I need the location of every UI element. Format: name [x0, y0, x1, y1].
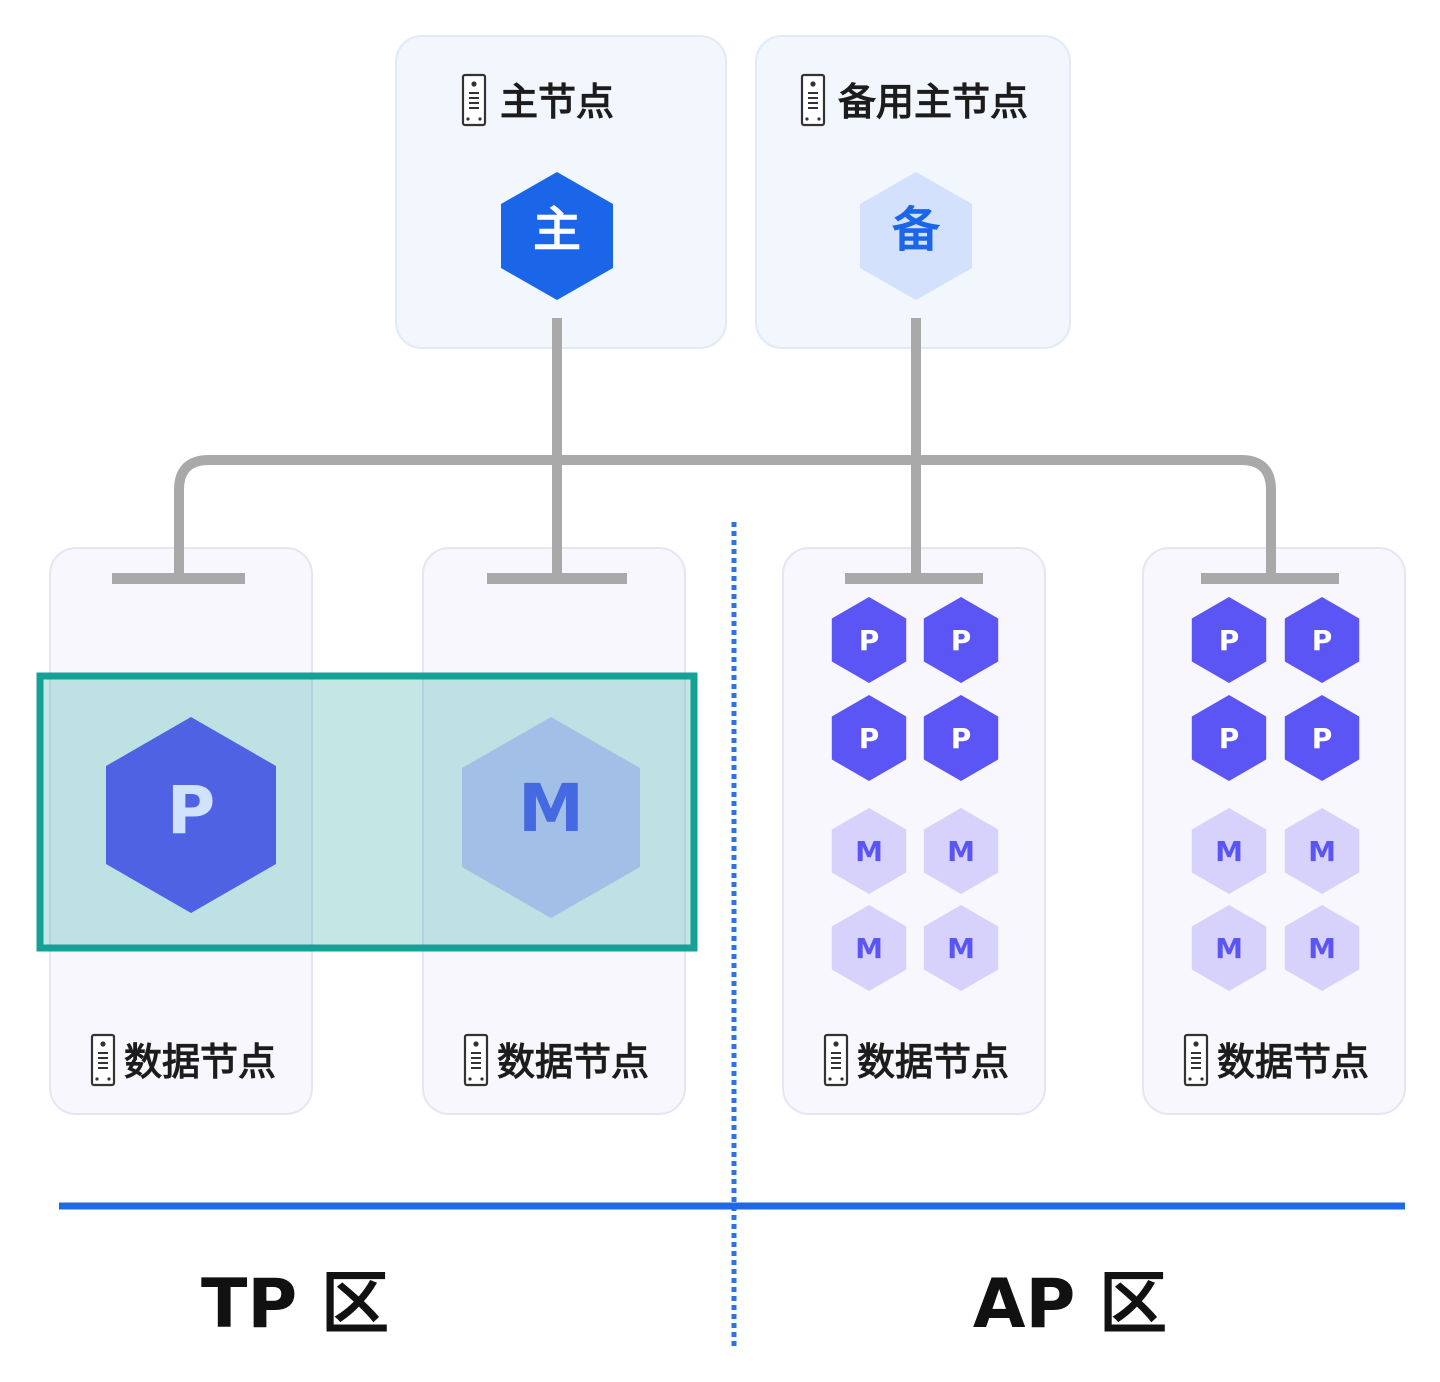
tp-shard-highlight: P M — [36, 672, 698, 952]
mirror-shard-label: M — [1308, 932, 1336, 965]
primary-shard-label: P — [1312, 624, 1333, 657]
tp-highlight-border — [36, 672, 698, 952]
mirror-shard-label: M — [1215, 835, 1243, 868]
ap-zone-label: AP 区 — [973, 1265, 1167, 1344]
node-connector-bar — [112, 573, 245, 584]
primary-shard-label: P — [1312, 722, 1333, 755]
server-icon — [800, 73, 826, 127]
standby-hexagon-label: 备 — [892, 202, 941, 258]
mirror-shard-label: M — [1215, 932, 1243, 965]
server-icon — [1183, 1033, 1209, 1087]
primary-shard-hexagon — [1284, 597, 1360, 683]
standby-master-node-box: 备用主节点 备 — [755, 35, 1071, 349]
node-connector-bar — [1201, 573, 1339, 584]
mirror-shard-label: M — [947, 932, 975, 965]
data-node-label: 数据节点 — [497, 1040, 649, 1084]
primary-shard-label: P — [167, 772, 215, 849]
connector-network — [174, 318, 1276, 578]
tp-zone-label: TP 区 — [201, 1265, 389, 1344]
primary-shard-label: P — [951, 722, 972, 755]
data-node-label: 数据节点 — [857, 1040, 1009, 1084]
primary-shard-hexagon — [106, 717, 276, 913]
primary-shard-label: P — [859, 722, 880, 755]
mirror-shard-hexagon — [462, 717, 640, 918]
mirror-shard-hexagon — [1284, 905, 1360, 991]
primary-shard-hexagon — [831, 597, 907, 683]
master-hexagon — [501, 172, 613, 300]
mirror-shard-label: M — [947, 835, 975, 868]
mirror-shard-label: M — [855, 835, 883, 868]
mirror-shard-label: M — [1308, 835, 1336, 868]
server-icon — [90, 1033, 116, 1087]
data-node-box-3: P P P P M M M M 数据节点 — [782, 547, 1046, 1115]
mirror-shard-hexagon — [831, 905, 907, 991]
node-connector-bar — [487, 573, 627, 584]
primary-shard-label: P — [859, 624, 880, 657]
primary-shard-label: P — [951, 624, 972, 657]
mirror-shard-hexagon — [923, 905, 999, 991]
master-node-box: 主节点 主 — [395, 35, 727, 349]
primary-shard-hexagon — [923, 695, 999, 781]
server-icon — [463, 1033, 489, 1087]
primary-shard-label: P — [1219, 624, 1240, 657]
primary-shard-hexagon — [1191, 597, 1267, 683]
mirror-shard-hexagon — [1191, 905, 1267, 991]
primary-shard-label: P — [1219, 722, 1240, 755]
master-node-title: 主节点 — [500, 80, 614, 124]
data-node-label: 数据节点 — [1217, 1040, 1369, 1084]
server-icon — [823, 1033, 849, 1087]
data-node-box-4: P P P P M M M M 数据节点 — [1142, 547, 1406, 1115]
standby-node-title: 备用主节点 — [838, 80, 1028, 124]
mirror-shard-hexagon — [831, 808, 907, 894]
primary-shard-hexagon — [1191, 695, 1267, 781]
standby-hexagon — [860, 172, 972, 300]
mirror-shard-label: M — [518, 770, 584, 847]
master-hexagon-label: 主 — [533, 202, 581, 258]
primary-shard-hexagon — [923, 597, 999, 683]
server-icon — [461, 73, 487, 127]
shard-grid: P P P P M M M M — [831, 597, 999, 991]
mirror-shard-hexagon — [1284, 808, 1360, 894]
primary-shard-hexagon — [831, 695, 907, 781]
data-node-label: 数据节点 — [124, 1040, 276, 1084]
mirror-shard-hexagon — [1191, 808, 1267, 894]
node-connector-bar — [845, 573, 983, 584]
primary-shard-hexagon — [1284, 695, 1360, 781]
mirror-shard-hexagon — [923, 808, 999, 894]
mirror-shard-label: M — [855, 932, 883, 965]
cluster-bus-line — [174, 455, 1276, 578]
shard-grid: P P P P M M M M — [1191, 597, 1360, 991]
